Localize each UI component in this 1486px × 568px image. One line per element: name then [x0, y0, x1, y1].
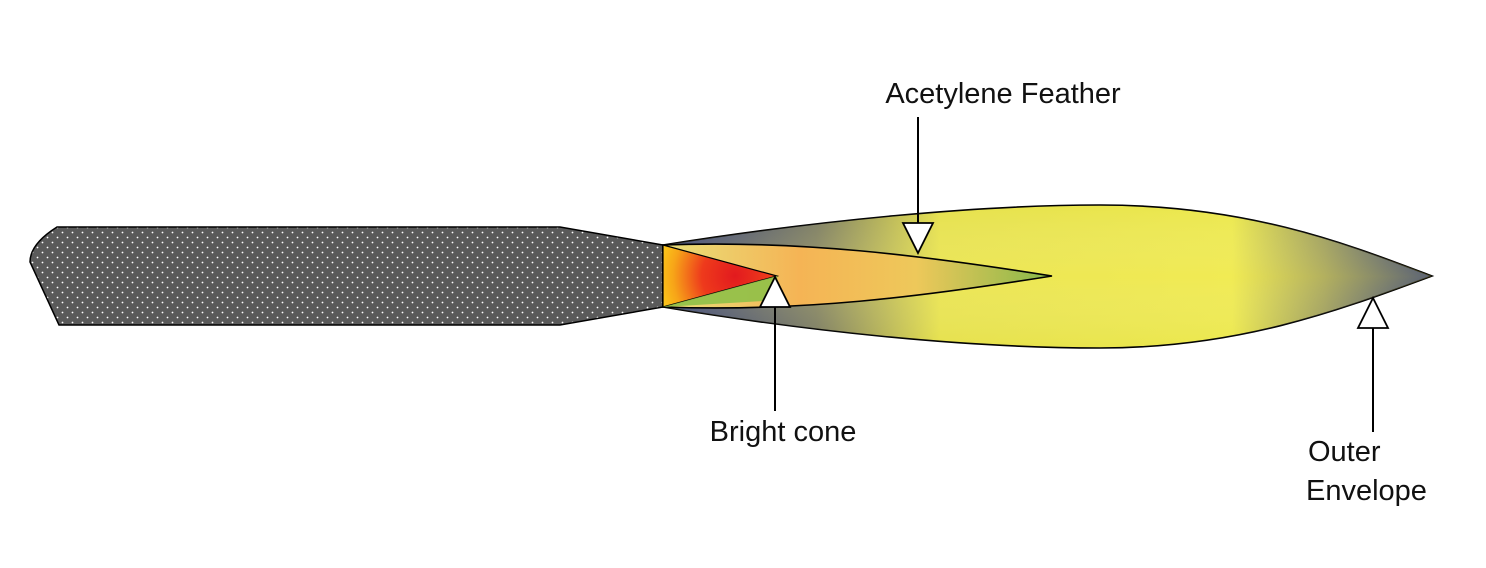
outer-envelope-label-line2: Envelope — [1306, 475, 1427, 507]
acetylene-feather-arrowhead — [901, 222, 935, 256]
outer-envelope-label-line1: Outer — [1308, 436, 1381, 468]
torch-tip — [29, 226, 664, 326]
bright-cone-lower-tint — [663, 276, 780, 307]
bright-cone-label: Bright cone — [710, 416, 857, 448]
outer-envelope-arrowhead — [1356, 295, 1390, 329]
acetylene-feather-label: Acetylene Feather — [885, 78, 1121, 110]
